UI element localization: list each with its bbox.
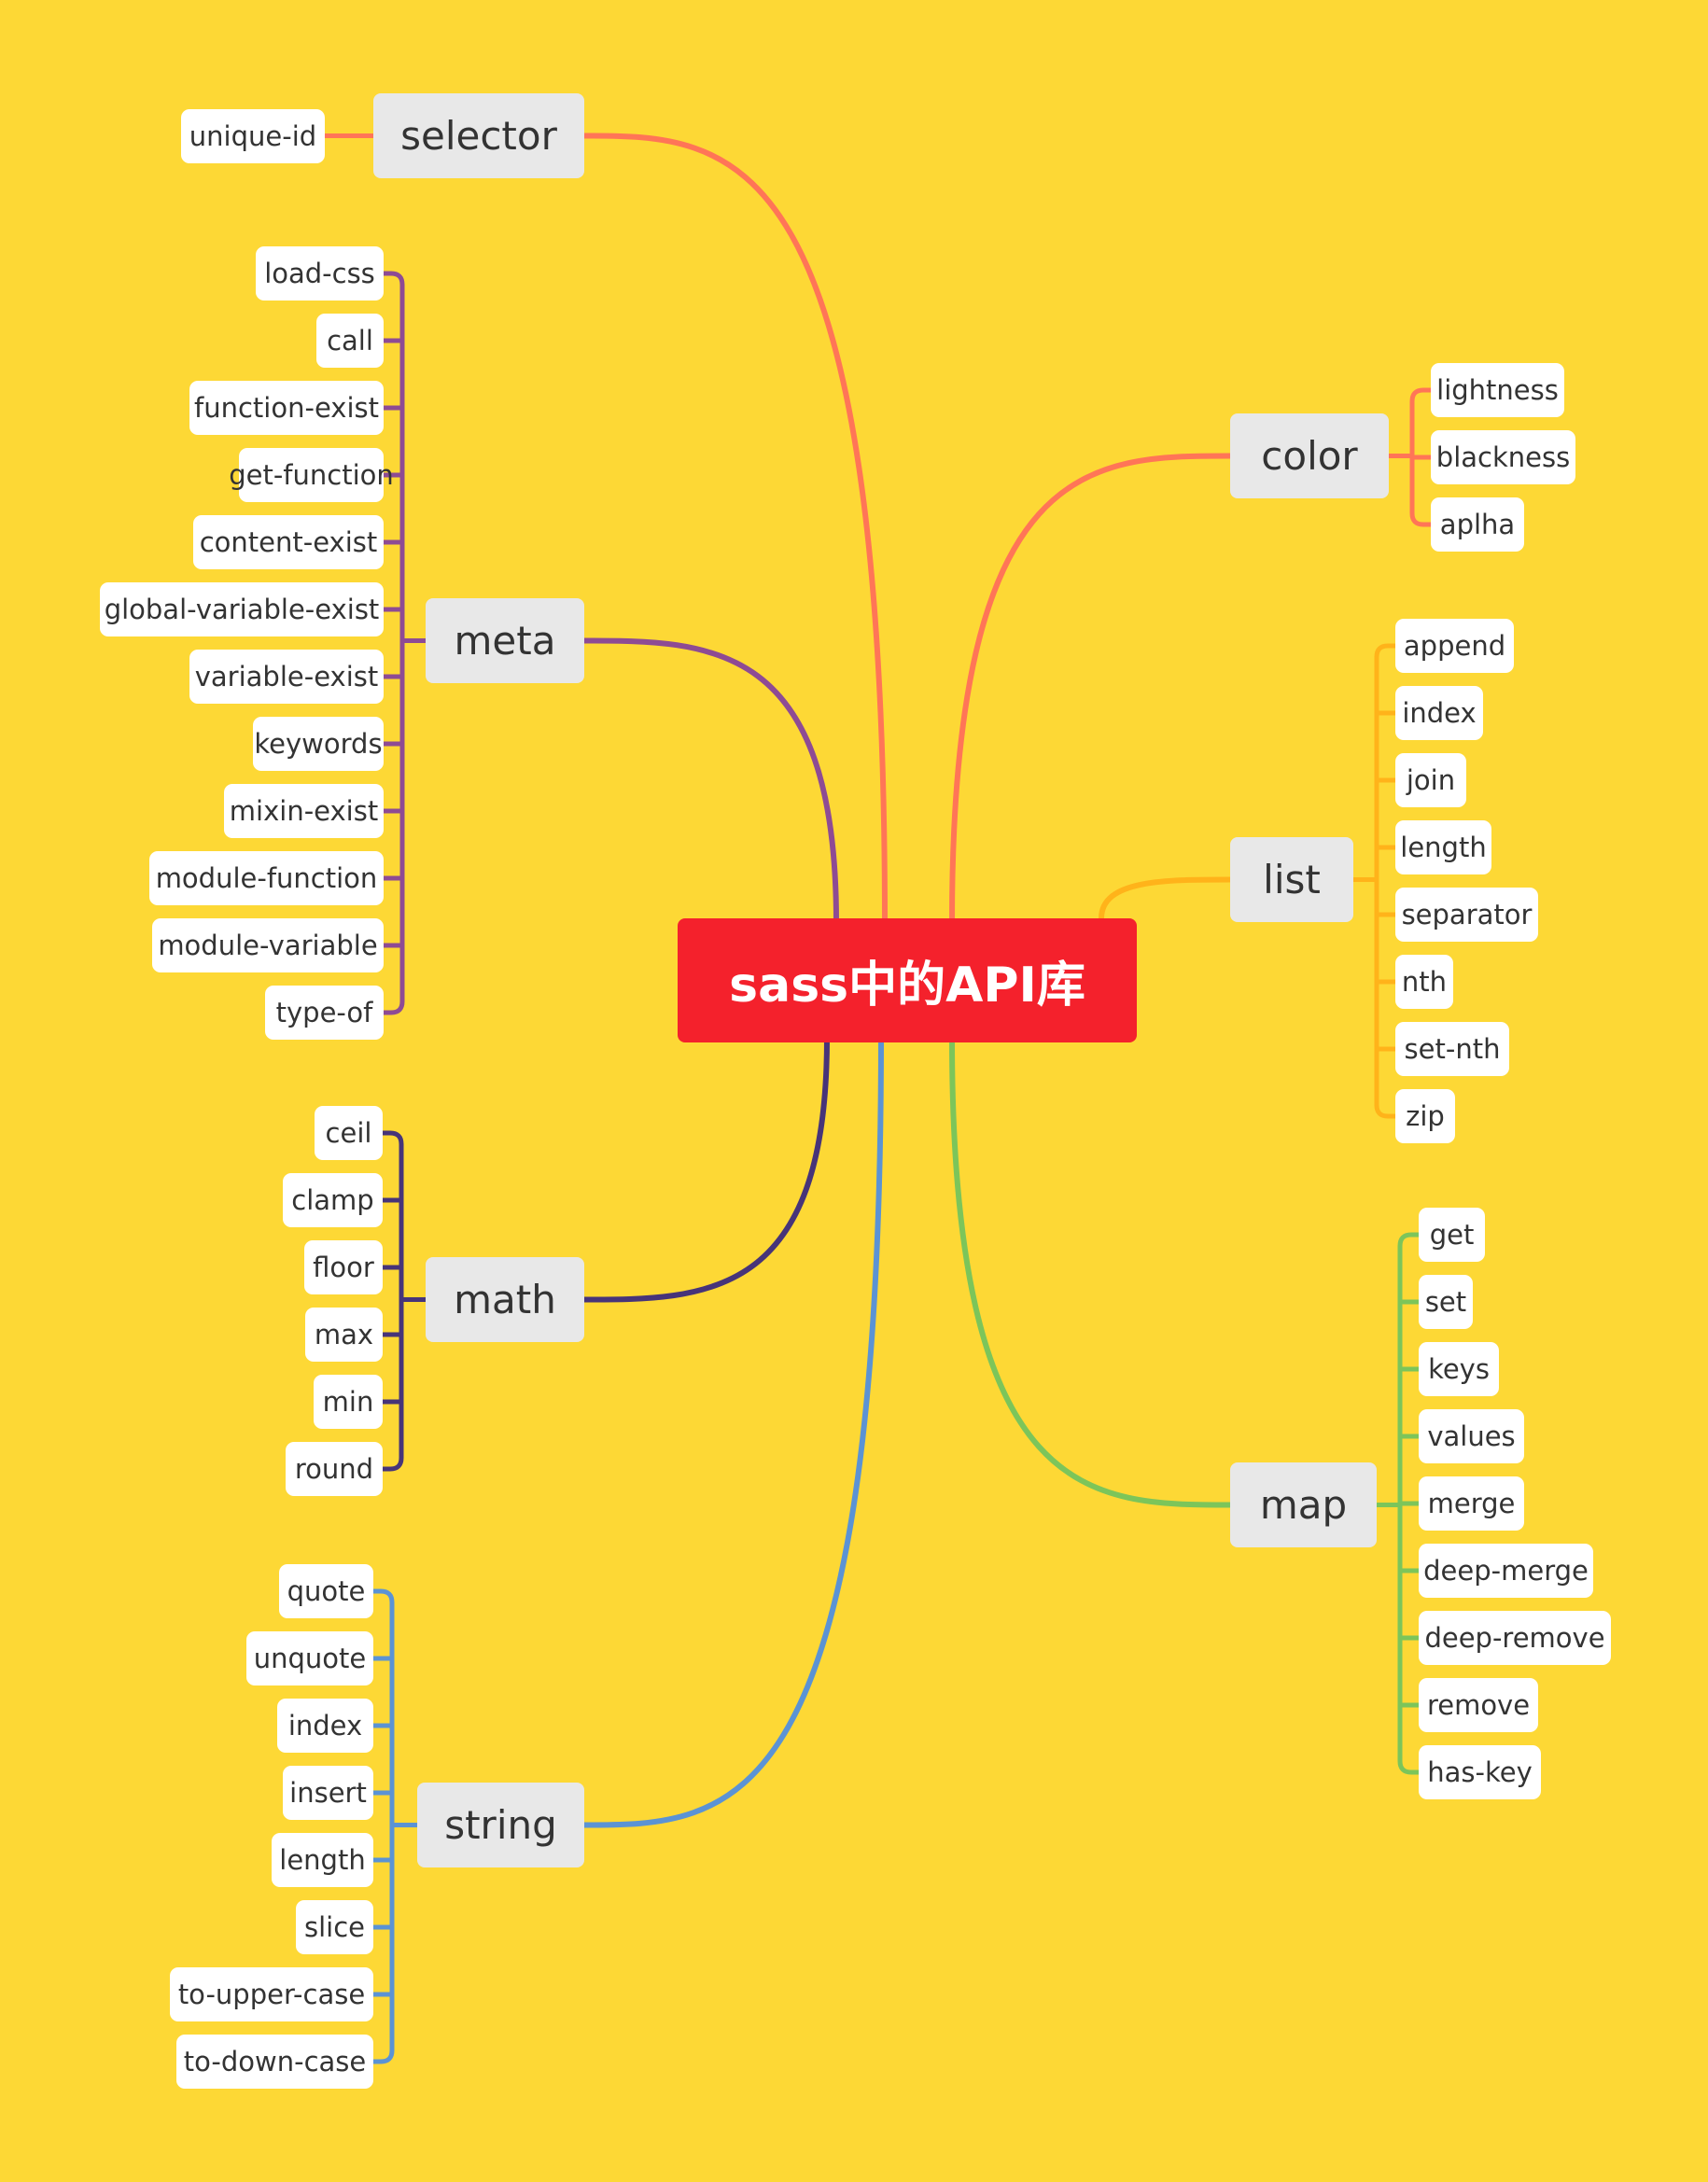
math-leaf-connector: [383, 1130, 404, 1145]
list-item-length[interactable]: length: [1395, 820, 1491, 874]
map-item-values[interactable]: values: [1419, 1409, 1524, 1463]
math-main-connector: [581, 1036, 830, 1303]
list-item-join[interactable]: join: [1395, 753, 1466, 807]
map-item-keys[interactable]: keys: [1419, 1342, 1499, 1396]
list-item-zip[interactable]: zip: [1395, 1089, 1455, 1143]
map-item-set[interactable]: set: [1419, 1275, 1473, 1329]
meta-item-content-exist[interactable]: content-exist: [193, 515, 384, 569]
math-item-ceil[interactable]: ceil: [315, 1106, 383, 1160]
color-item-aplha[interactable]: aplha: [1431, 497, 1524, 552]
meta-item-get-function[interactable]: get-function: [229, 448, 394, 502]
color-main-connector: [949, 453, 1233, 925]
string-leaf-connector: [373, 2049, 395, 2064]
math-item-max[interactable]: max: [305, 1308, 383, 1362]
list-item-index[interactable]: index: [1395, 686, 1483, 740]
selector-main-connector: [581, 133, 888, 925]
string-item-index[interactable]: index: [277, 1699, 373, 1753]
math-leaf-connector: [383, 1457, 404, 1472]
branch-meta[interactable]: meta: [426, 598, 584, 683]
meta-item-keywords[interactable]: keywords: [253, 717, 384, 771]
map-item-remove[interactable]: remove: [1419, 1678, 1538, 1732]
list-main-connector: [1099, 876, 1233, 921]
list-item-append[interactable]: append: [1395, 619, 1514, 673]
branch-string[interactable]: string: [417, 1783, 584, 1867]
root-topic[interactable]: sass中的API库: [678, 918, 1137, 1042]
list-item-nth[interactable]: nth: [1395, 955, 1453, 1009]
map-item-has-key[interactable]: has-key: [1419, 1745, 1541, 1799]
string-item-length[interactable]: length: [272, 1833, 373, 1887]
map-main-connector: [949, 1036, 1233, 1508]
map-item-get[interactable]: get: [1419, 1208, 1485, 1262]
meta-item-global-variable-exist[interactable]: global-variable-exist: [100, 582, 384, 636]
color-leaf-connector: [1409, 512, 1431, 527]
meta-leaf-connector: [384, 271, 405, 286]
branch-selector[interactable]: selector: [373, 93, 584, 178]
string-item-to-upper-case[interactable]: to-upper-case: [170, 1967, 373, 2021]
meta-main-connector: [581, 637, 839, 925]
list-leaf-connector: [1374, 1104, 1395, 1119]
meta-item-module-variable[interactable]: module-variable: [152, 918, 384, 972]
color-item-blackness[interactable]: blackness: [1431, 430, 1575, 484]
color-item-lightness[interactable]: lightness: [1431, 363, 1564, 417]
selector-item-unique-id[interactable]: unique-id: [181, 109, 325, 163]
meta-item-mixin-exist[interactable]: mixin-exist: [224, 784, 384, 838]
branch-list[interactable]: list: [1230, 837, 1353, 922]
meta-item-type-of[interactable]: type-of: [265, 986, 384, 1040]
map-item-deep-merge[interactable]: deep-merge: [1419, 1544, 1593, 1598]
meta-leaf-connector: [384, 1000, 405, 1015]
map-leaf-connector: [1397, 1232, 1419, 1247]
math-item-clamp[interactable]: clamp: [283, 1173, 383, 1227]
branch-color[interactable]: color: [1230, 413, 1389, 498]
meta-item-load-css[interactable]: load-css: [256, 246, 384, 301]
string-item-quote[interactable]: quote: [279, 1564, 373, 1618]
meta-item-module-function[interactable]: module-function: [149, 851, 384, 905]
map-item-merge[interactable]: merge: [1419, 1476, 1524, 1531]
string-item-unquote[interactable]: unquote: [246, 1631, 373, 1685]
math-item-floor[interactable]: floor: [304, 1240, 383, 1294]
meta-item-call[interactable]: call: [316, 314, 384, 368]
math-item-min[interactable]: min: [314, 1375, 383, 1429]
branch-math[interactable]: math: [426, 1257, 584, 1342]
math-item-round[interactable]: round: [286, 1442, 383, 1496]
string-leaf-connector: [373, 1588, 395, 1603]
string-item-insert[interactable]: insert: [283, 1766, 373, 1820]
list-item-set-nth[interactable]: set-nth: [1395, 1022, 1509, 1076]
branch-map[interactable]: map: [1230, 1462, 1377, 1547]
meta-item-function-exist[interactable]: function-exist: [189, 381, 384, 435]
string-item-to-down-case[interactable]: to-down-case: [176, 2035, 373, 2089]
string-item-slice[interactable]: slice: [296, 1900, 373, 1954]
meta-item-variable-exist[interactable]: variable-exist: [189, 650, 384, 704]
map-leaf-connector: [1397, 1760, 1419, 1775]
color-leaf-connector: [1409, 387, 1431, 402]
string-main-connector: [581, 1036, 884, 1828]
list-item-separator[interactable]: separator: [1395, 888, 1538, 942]
map-item-deep-remove[interactable]: deep-remove: [1419, 1611, 1611, 1665]
list-leaf-connector: [1374, 643, 1395, 658]
